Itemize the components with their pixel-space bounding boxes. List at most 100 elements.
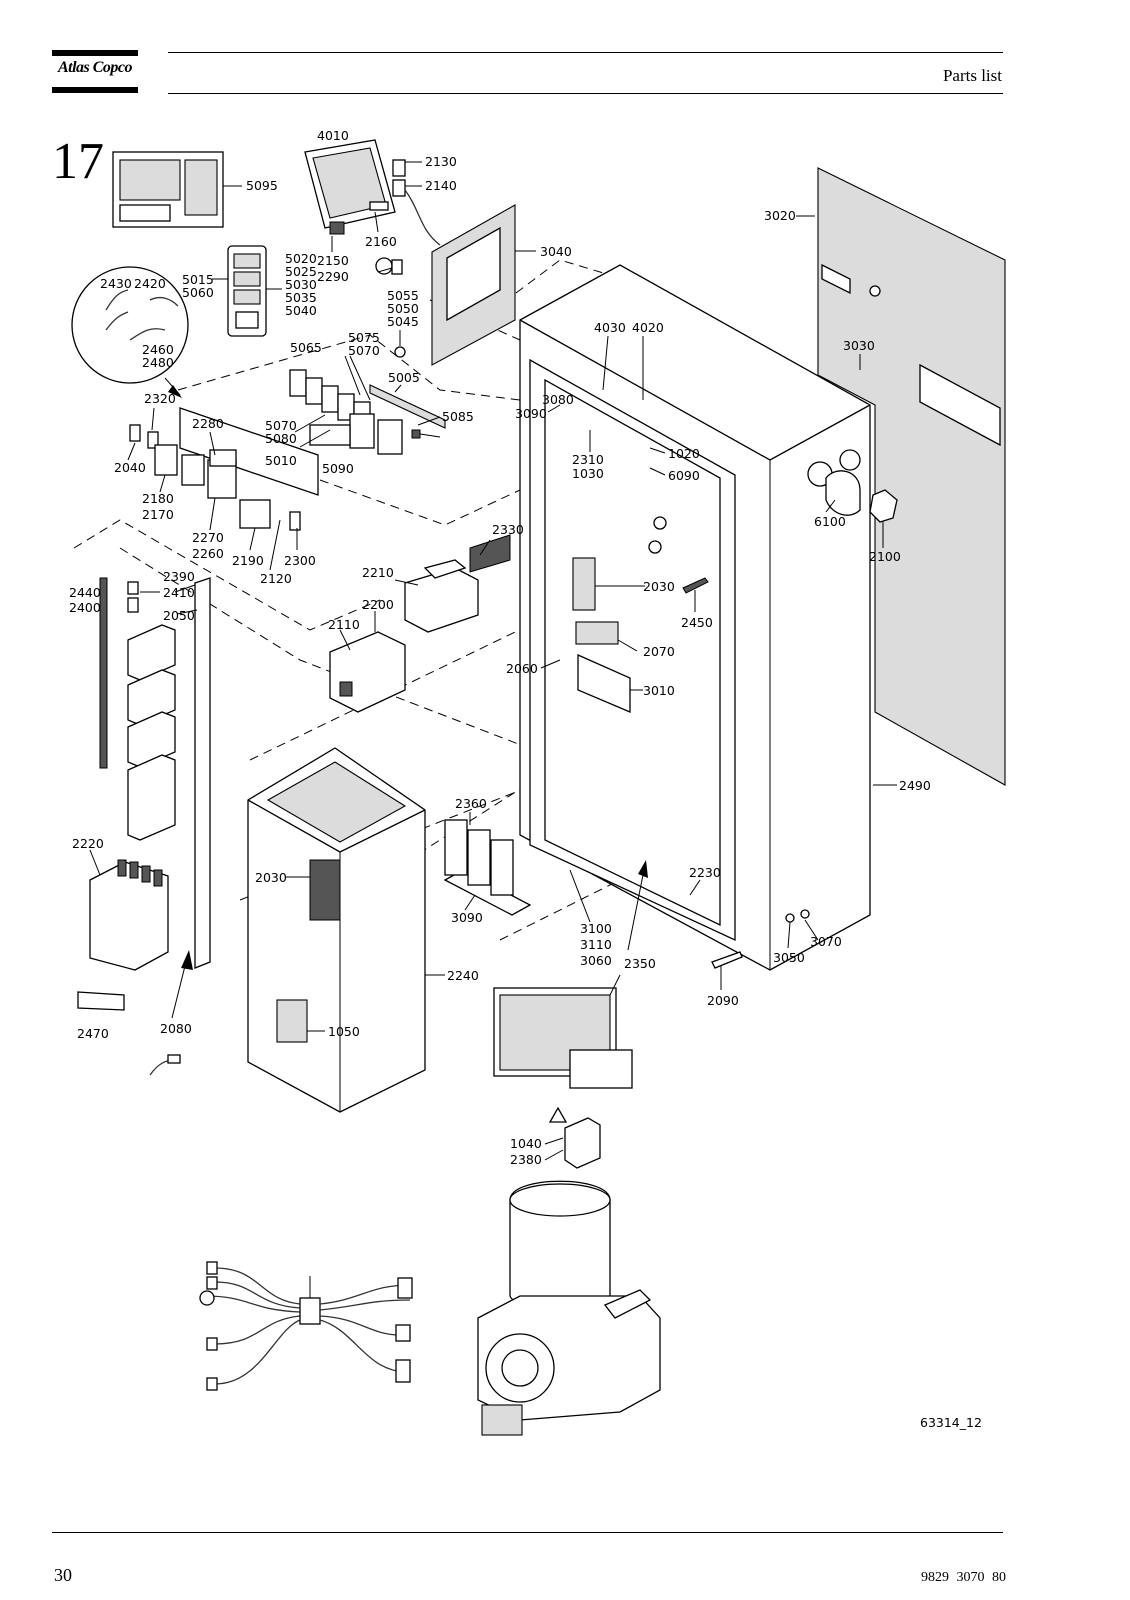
callout-5090: 5090 — [322, 461, 354, 476]
schematic-sheet-5095 — [112, 151, 224, 228]
callout-3060: 3070 — [810, 934, 842, 949]
callout-2400: 2390 — [163, 569, 195, 584]
bolt-3050 — [711, 951, 743, 969]
callout-2030-top: 2450 — [681, 615, 713, 630]
logo-bottom-bar — [52, 87, 138, 93]
callout-2160: 2160 — [365, 234, 397, 249]
callout-6090: 6100 — [814, 514, 846, 529]
callout-2070: 2060 — [506, 661, 538, 676]
callout-5065-top: 5065 — [290, 340, 322, 355]
controller-4010 — [304, 139, 396, 235]
callout-3010: 2490 — [899, 778, 931, 793]
callout-1040: 2380 — [510, 1152, 542, 1167]
solenoid-1040 — [548, 1106, 601, 1169]
callout-2390: 2410 — [163, 585, 195, 600]
callout-3030: 3030 — [843, 338, 875, 353]
callout-2120: 2120 — [260, 571, 292, 586]
callout-5070-mid: 5070 — [265, 418, 297, 433]
drive-modules — [127, 624, 176, 841]
callout-2490: 2220 — [72, 836, 104, 851]
callout-2100: 2330 — [492, 522, 524, 537]
callout-2420: 2420 — [134, 276, 166, 291]
callout-1020: 6090 — [668, 468, 700, 483]
din-rail-and-relays-5005 — [289, 346, 446, 455]
callout-2150: 2150 — [317, 253, 349, 268]
header-bottom-rule — [168, 93, 1003, 94]
callout-2360: 2030 — [255, 870, 287, 885]
cable-2130-2140 — [369, 159, 441, 246]
callout-3090-bottom: 3100 — [580, 921, 612, 936]
callout-2300: 2310 — [572, 452, 604, 467]
callout-2320: 2320 — [144, 391, 176, 406]
header-top-rule — [168, 52, 1003, 53]
callout-2480: 2480 — [142, 355, 174, 370]
callout-2240: 2470 — [77, 1026, 109, 1041]
section-title: Parts list — [942, 66, 1002, 85]
callout-2270: 2270 — [192, 530, 224, 545]
emergency-stop-2290 — [375, 257, 403, 275]
transformer-2330 — [404, 559, 479, 633]
duct-2400 — [194, 577, 211, 969]
callout-5020: 5020 — [285, 251, 317, 266]
din-rail-2450 — [99, 577, 139, 769]
logo-wordmark: Atlas Copco — [57, 59, 133, 76]
callout-4020: 4020 — [632, 320, 664, 335]
callout-2050: 2070 — [643, 644, 675, 659]
callout-2080: 1050 — [328, 1024, 360, 1039]
callout-2130: 2130 — [425, 154, 457, 169]
callout-2180: 2180 — [142, 491, 174, 506]
filter-2490 — [89, 859, 169, 971]
callout-2110: 2030 — [643, 579, 675, 594]
callout-1050: 1040 — [510, 1136, 542, 1151]
callout-2310: 1030 — [572, 466, 604, 481]
callout-2060: 3010 — [643, 683, 675, 698]
terminal-block-assembly-2280 — [129, 407, 319, 531]
callout-1030: 1020 — [668, 446, 700, 461]
callout-5095: 5095 — [246, 178, 278, 193]
callout-2170: 2170 — [142, 507, 174, 522]
callout-5035: 5035 — [285, 290, 317, 305]
callout-2220: 2360 — [455, 796, 487, 811]
callout-5045: 5045 — [387, 314, 419, 329]
callout-5055: 5055 — [387, 288, 419, 303]
callout-2460: 2460 — [142, 342, 174, 357]
callout-2030-bottom: 2230 — [689, 865, 721, 880]
callout-3090-top: 3090 — [515, 406, 547, 421]
callout-6100: 2100 — [869, 549, 901, 564]
callout-2230: 3090 — [451, 910, 483, 925]
callout-5060: 5060 — [182, 285, 214, 300]
callout-3040: 3040 — [540, 244, 572, 259]
wiring-diagram-2090 — [493, 860, 648, 1089]
callout-5030: 5030 — [285, 277, 317, 292]
callout-5070-top: 5070 — [348, 343, 380, 358]
callout-4010: 4010 — [317, 128, 349, 143]
cable-gland-6090 — [825, 470, 898, 523]
callout-2450: 2440 — [69, 585, 101, 600]
callout-2040-left: 2040 — [114, 460, 146, 475]
choke-2220 — [443, 819, 532, 916]
callout-2200: 2110 — [328, 617, 360, 632]
callout-3020: 3020 — [764, 208, 796, 223]
callout-4030: 4030 — [594, 320, 626, 335]
callout-2140: 2140 — [425, 178, 457, 193]
callout-2430: 2430 — [100, 276, 132, 291]
callout-2280: 2280 — [192, 416, 224, 431]
document-number: 9829 3070 80 — [921, 1570, 1006, 1585]
inverter-2350 — [247, 747, 426, 1113]
callout-2090: 2350 — [624, 956, 656, 971]
panel-frame-3040 — [431, 204, 516, 366]
callout-5080: 5080 — [265, 431, 297, 446]
callout-2190: 2190 — [232, 553, 264, 568]
callout-3070: 3050 — [773, 950, 805, 965]
callout-2330: 2210 — [362, 565, 394, 580]
cable-harness-2380 — [199, 1261, 413, 1391]
detail-circle-2430 — [71, 266, 189, 398]
io-module-5020 — [227, 245, 267, 337]
callout-3110: 3060 — [580, 953, 612, 968]
callout-3100: 3110 — [580, 937, 612, 952]
callout-labels: 5095 4010 2130 2140 2160 2150 2290 3040 … — [69, 128, 982, 1430]
callout-2040-right: 2300 — [284, 553, 316, 568]
callout-2410: 2050 — [163, 608, 195, 623]
footer-rule — [52, 1532, 1003, 1533]
